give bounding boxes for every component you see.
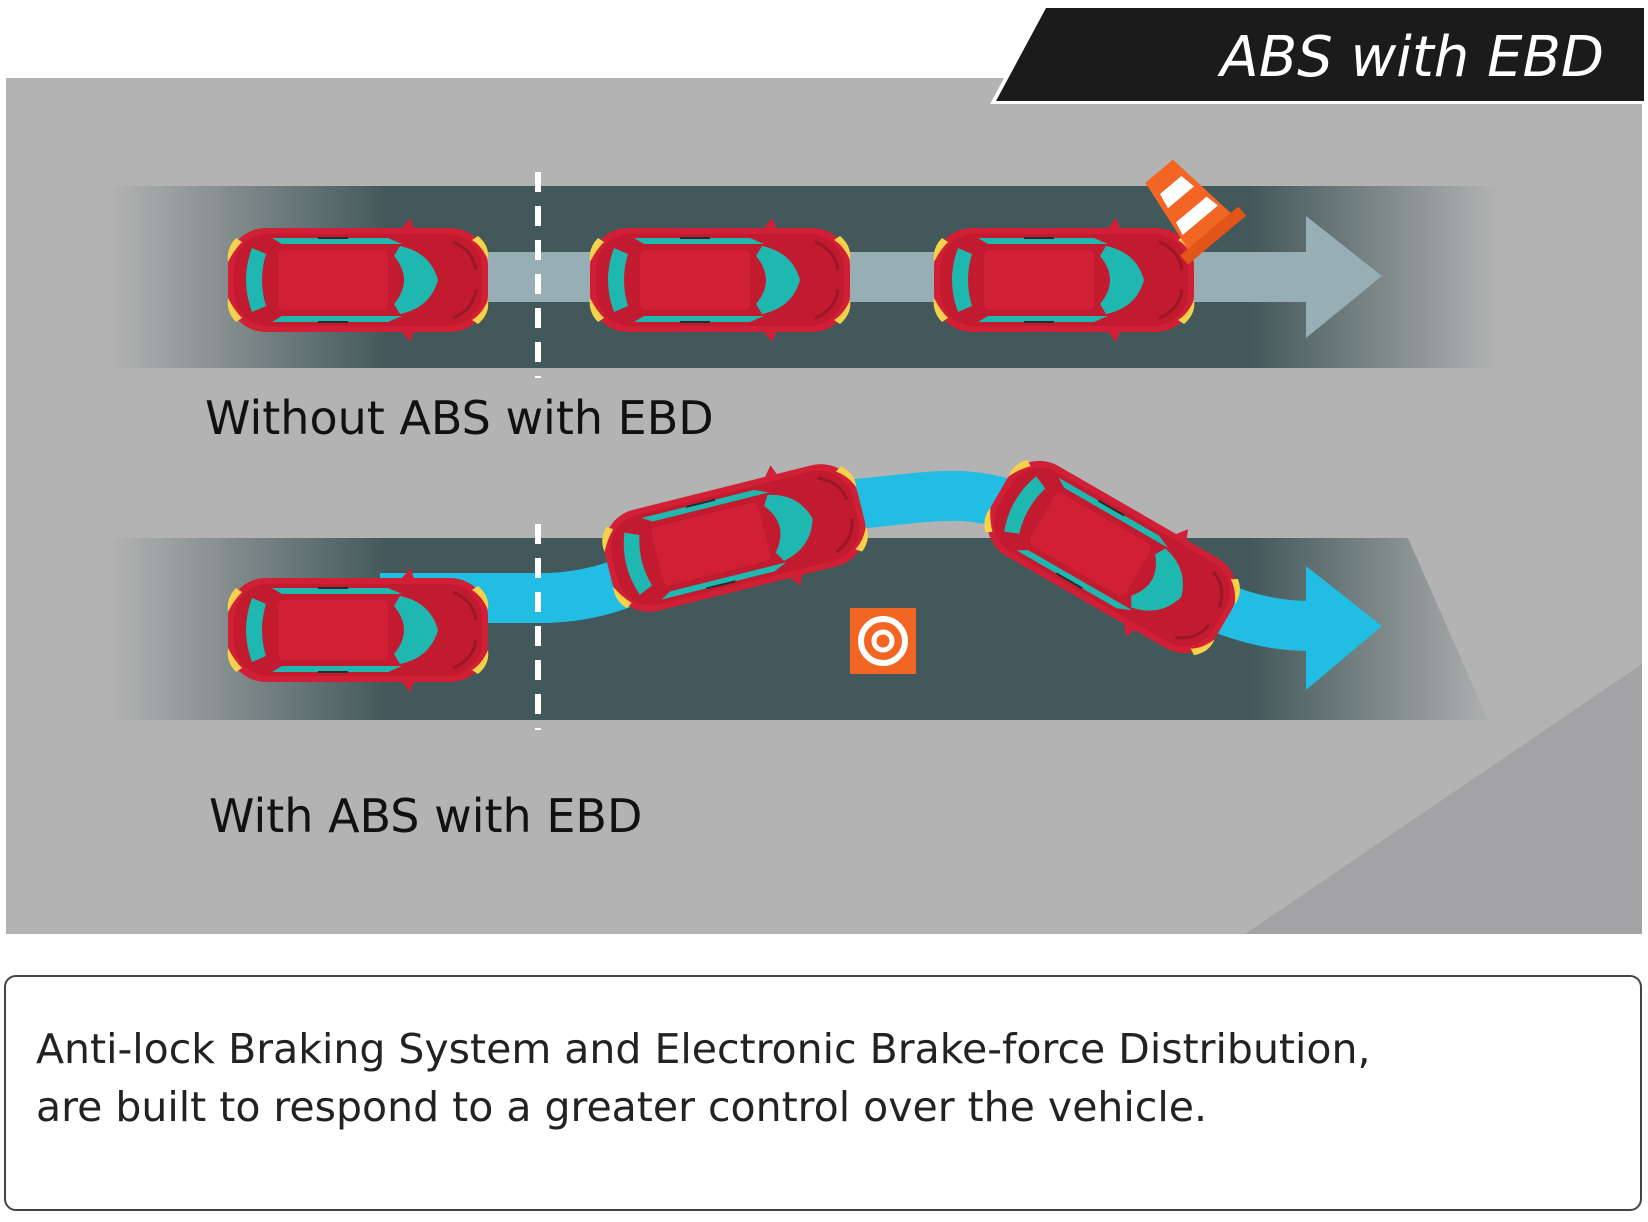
- straight-path-arrow-icon: [380, 216, 1382, 338]
- title-banner: ABS with EBD: [990, 8, 1648, 104]
- traffic-cone-icon: [1145, 159, 1247, 265]
- description-text: Anti-lock Braking System and Electronic …: [36, 1020, 1596, 1136]
- page-title: ABS with EBD: [1217, 25, 1604, 90]
- lane-without-abs: Without ABS with EBD: [110, 159, 1500, 445]
- car-top-1: [226, 216, 490, 344]
- background-wedge: [1245, 664, 1642, 934]
- car-top-3: [932, 216, 1196, 344]
- target-icon: [850, 608, 916, 674]
- car-top-2: [588, 216, 852, 344]
- description-line-1: Anti-lock Braking System and Electronic …: [36, 1025, 1371, 1073]
- lane-with-abs: With ABS with EBD: [110, 436, 1500, 843]
- label-with-abs: With ABS with EBD: [209, 789, 642, 843]
- car-bottom-1: [226, 566, 490, 694]
- description-box: [4, 975, 1642, 1211]
- label-without-abs: Without ABS with EBD: [205, 391, 714, 445]
- description-line-2: are built to respond to a greater contro…: [36, 1083, 1207, 1131]
- evasive-path-arrow-icon: [1306, 566, 1382, 690]
